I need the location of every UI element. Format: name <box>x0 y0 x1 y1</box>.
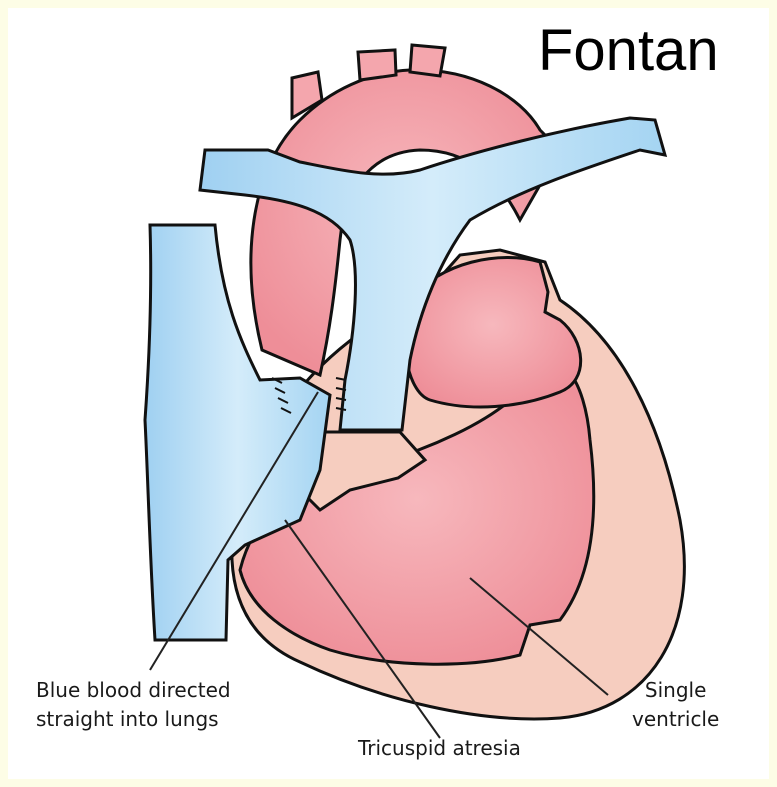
diagram-title: Fontan <box>538 22 719 80</box>
label-tricuspid-atresia: Tricuspid atresia <box>358 734 521 763</box>
label-blue-blood-line-1: Blue blood directed <box>36 676 231 705</box>
aortic-branch-2 <box>358 50 396 80</box>
label-single-ventricle-line-1: Single <box>632 676 719 705</box>
label-single-ventricle: Single ventricle <box>632 676 719 734</box>
aortic-branch-3 <box>410 45 445 76</box>
label-single-ventricle-line-2: ventricle <box>632 705 719 734</box>
label-blue-blood-line-2: straight into lungs <box>36 705 231 734</box>
label-blue-blood: Blue blood directed straight into lungs <box>36 676 231 734</box>
